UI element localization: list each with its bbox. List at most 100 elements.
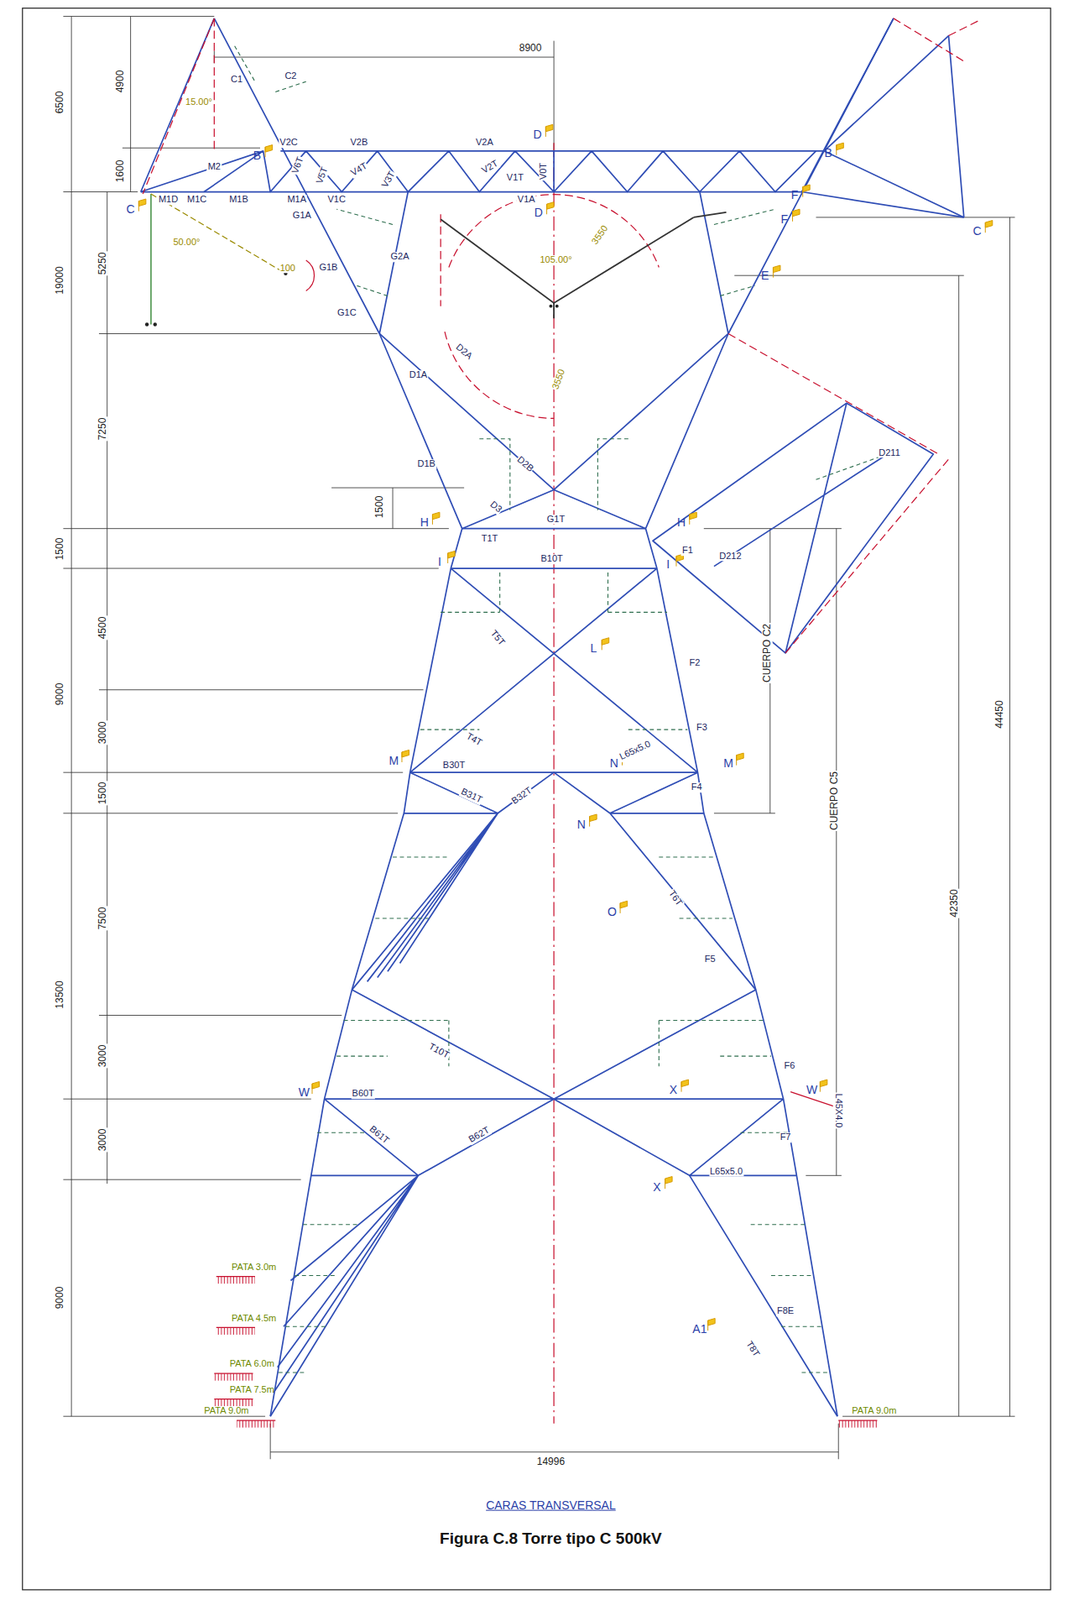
- point-marker: [312, 1080, 320, 1094]
- dimension-label: 3000: [96, 1043, 108, 1069]
- member-label: V5T: [314, 165, 330, 187]
- dimension-label: 1500: [96, 780, 108, 805]
- point-markers: [138, 124, 992, 1330]
- point-marker: [676, 553, 684, 567]
- member-label: B62T: [466, 1124, 492, 1145]
- angle-label: 105.00°: [538, 255, 573, 266]
- point-label: M: [387, 753, 400, 767]
- dimension-label: 8900: [518, 42, 543, 54]
- dimension-label: 3000: [96, 1127, 108, 1153]
- member-label: M1B: [228, 194, 250, 205]
- dimension-label: 13500: [53, 980, 65, 1010]
- point-label: L: [589, 641, 599, 655]
- member-label: D3: [487, 499, 505, 516]
- point-marker: [836, 142, 845, 156]
- dimension-label: 9000: [53, 681, 65, 706]
- point-marker: [601, 637, 610, 651]
- member-label: B10T: [540, 553, 564, 564]
- point-label: A1: [691, 1321, 708, 1335]
- member-label: B60T: [351, 1088, 376, 1099]
- point-label: I: [665, 557, 671, 571]
- clearance-lines: [142, 18, 980, 1107]
- point-label: W: [297, 1084, 311, 1098]
- member-label: D2A: [453, 341, 475, 362]
- member-label: V1T: [505, 172, 525, 183]
- angle-label: 15.00°: [184, 97, 214, 108]
- point-marker: [620, 900, 628, 913]
- angle-label: 100: [279, 263, 297, 274]
- dimension-label: 7500: [96, 906, 108, 931]
- point-marker: [401, 749, 410, 762]
- point-marker: [545, 124, 553, 137]
- leg-label: PATA 7.5m: [229, 1384, 276, 1395]
- member-label: F8E: [776, 1305, 795, 1316]
- point-label: N: [609, 756, 620, 770]
- member-label: F2: [688, 657, 701, 668]
- member-label: T5T: [488, 627, 508, 648]
- dimension-label: 9000: [53, 1285, 65, 1310]
- member-label: B30T: [442, 760, 466, 771]
- member-label: V2A: [474, 137, 495, 148]
- angle-label: 50.00°: [172, 238, 201, 249]
- point-marker: [819, 1079, 828, 1092]
- member-label: M1C: [186, 194, 208, 205]
- point-marker: [681, 1079, 689, 1092]
- member-label: D1A: [408, 370, 428, 381]
- centre-line: [552, 142, 554, 1424]
- point-label: F: [790, 188, 800, 202]
- leg-label: PATA 3.0m: [230, 1261, 277, 1273]
- member-label: F3: [695, 722, 709, 733]
- member-label: B32T: [510, 784, 536, 807]
- dimension-label: 5250: [96, 250, 108, 276]
- foundation-hatch: [213, 1276, 877, 1428]
- tower-structure: [140, 18, 965, 1416]
- member-label: V0T: [538, 161, 549, 181]
- member-label: D1B: [416, 458, 436, 470]
- member-label: V6T: [290, 155, 306, 177]
- member-label: C2: [283, 71, 298, 82]
- member-label: D212: [718, 551, 742, 562]
- point-marker: [689, 511, 698, 525]
- dimension-label: 7250: [96, 416, 108, 441]
- point-label: B: [823, 146, 833, 160]
- point-marker: [432, 511, 440, 525]
- member-label: L45X4.0: [833, 1091, 844, 1128]
- dimension-label: 4500: [96, 615, 108, 640]
- dimension-label: 14996: [536, 1455, 566, 1467]
- point-label: D: [533, 206, 544, 220]
- angle-label: 3550: [589, 222, 611, 246]
- point-marker: [708, 1318, 716, 1331]
- dimension-label: 44450: [994, 698, 1006, 729]
- point-label: O: [606, 904, 618, 918]
- member-label: V1A: [516, 194, 537, 205]
- member-label: T1T: [480, 533, 500, 544]
- point-label: I: [437, 554, 443, 568]
- point-label: X: [651, 1179, 662, 1193]
- member-label: T6T: [666, 887, 685, 908]
- member-label: F5: [703, 954, 717, 965]
- point-marker: [772, 265, 781, 278]
- member-label: G1C: [336, 307, 358, 319]
- dimension-label: CUERPO C2: [761, 622, 773, 684]
- member-label: G1A: [292, 210, 313, 221]
- member-label: M1A: [286, 194, 308, 205]
- point-label: B: [252, 148, 262, 162]
- point-label: F: [780, 213, 790, 226]
- member-label: D211: [877, 448, 901, 459]
- point-label: X: [668, 1083, 678, 1096]
- point-label: D: [532, 128, 543, 141]
- dimension-label: 19000: [53, 265, 65, 296]
- point-marker: [803, 184, 811, 198]
- leg-label: PATA 9.0m: [850, 1405, 897, 1416]
- point-label: H: [419, 516, 430, 529]
- member-label: L65x5.0: [709, 1166, 744, 1177]
- dimension-lines: [62, 15, 1015, 1459]
- point-marker: [265, 145, 273, 158]
- member-label: T8T: [744, 1338, 762, 1359]
- member-label: G1T: [546, 514, 566, 525]
- member-label: V4T: [348, 160, 370, 178]
- dimension-label: 1500: [374, 495, 386, 520]
- dimension-label: CUERPO C5: [829, 770, 840, 831]
- member-label: B61T: [367, 1122, 392, 1146]
